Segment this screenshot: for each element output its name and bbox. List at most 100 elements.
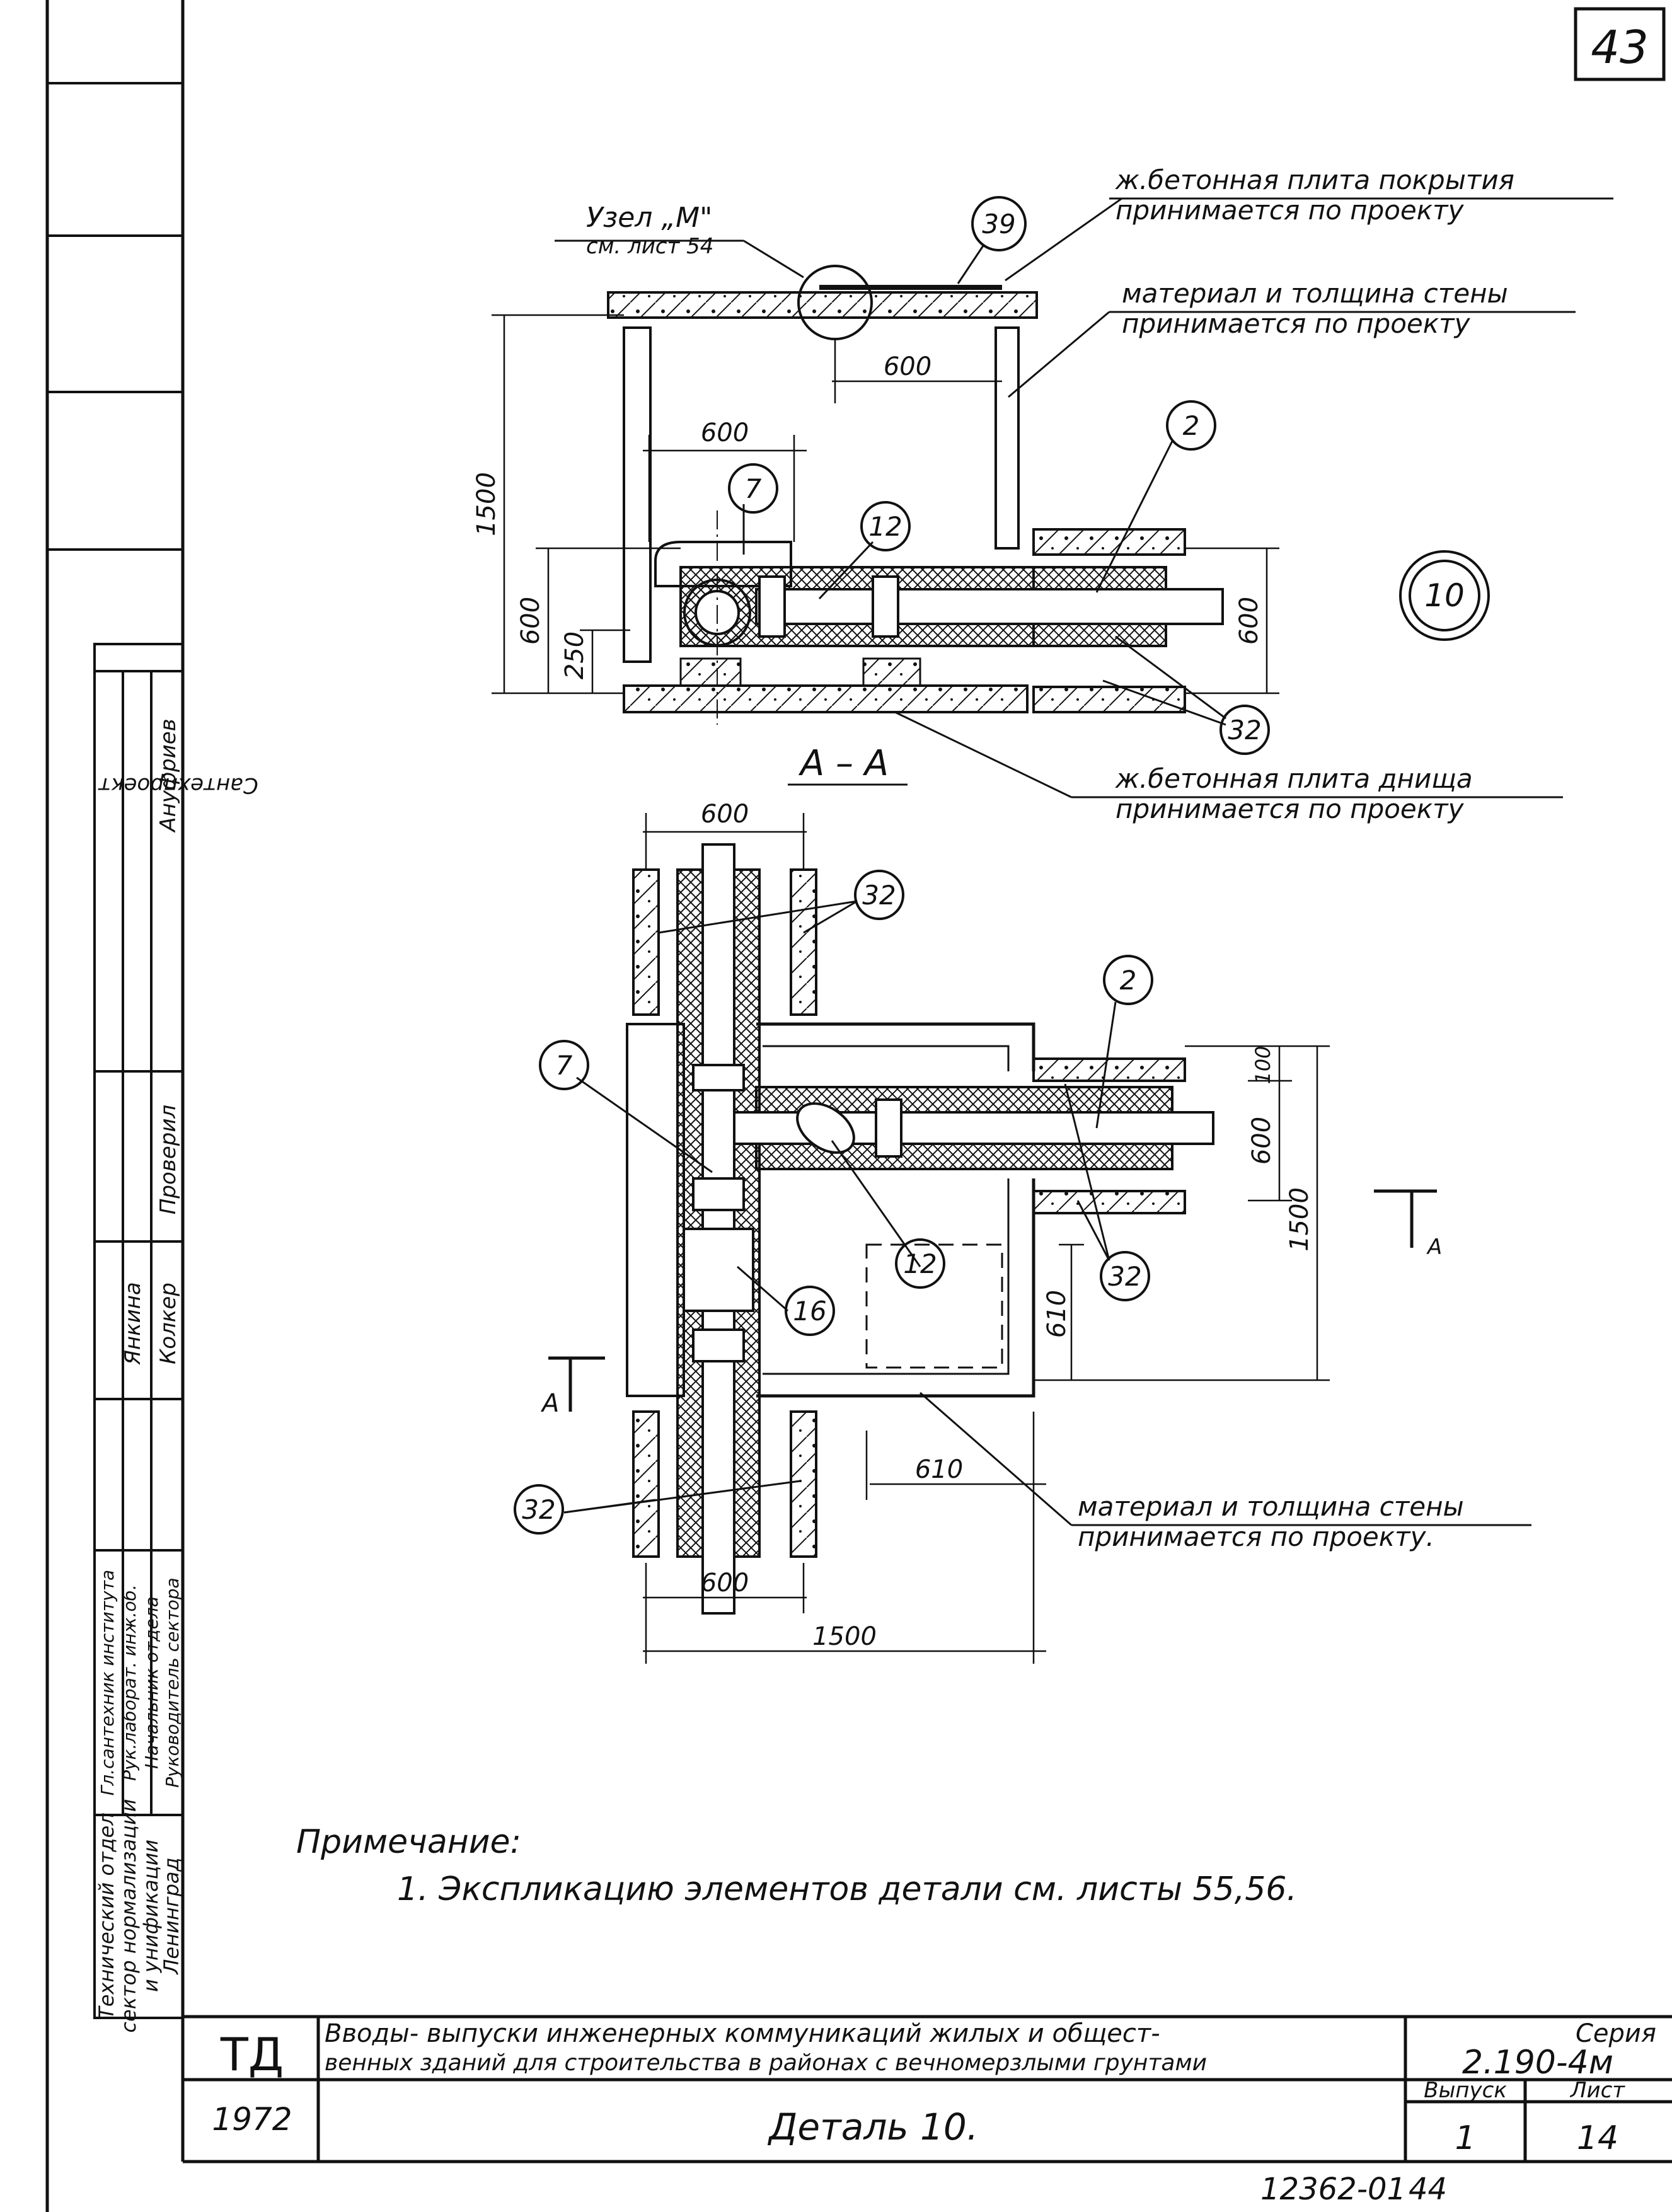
stamp-role-2: Рук.лаборат. инж.об. [119,1584,140,1781]
title-td: ТД [220,2028,284,2081]
dim-600-plan-right: 600 [1247,1117,1276,1165]
node-m-ref: см. лист 54 [586,234,713,259]
balloon-12-plan-text: 12 [903,1248,937,1279]
plan-view: 600 600 1500 610 1500 600 100 610 А А [540,800,1531,1664]
balloon-2-plan-text: 2 [1120,965,1137,996]
ground-sleeve-bottom-right [790,1410,817,1558]
balloon-12-plan [895,1238,945,1289]
sheet-corner-number: 43 [1591,21,1649,74]
hatch-outline-plan [865,1243,1003,1369]
ground-sleeve-bottom-left [632,1410,660,1558]
flange-section-2 [872,575,899,638]
section-label: А – А [799,743,889,784]
pipe-support-2 [862,657,921,687]
roof-slab-line-2: принимается по проекту [1116,195,1465,226]
pipe-section [755,588,1224,625]
plan-dimension-text: 600 600 1500 610 1500 600 100 610 [701,800,1314,1651]
left-margin-ticks [47,82,183,551]
dim-600-plan-bottom: 600 [701,1569,749,1598]
balloon-39 [971,196,1027,251]
stamp-dept-3: и унификации [139,1840,163,1992]
callout-text: Узел „М" см. лист 54 ж.бетонная плита по… [586,164,1514,1552]
stamp-dept-4: Ленинград [159,1857,183,1974]
stamp-role-checked: Проверил [156,1105,181,1214]
dim-250: 250 [560,631,589,679]
floor-slab [623,684,1029,713]
ground-sleeve-top-right [790,868,817,1016]
balloon-7-section-text: 7 [745,473,762,504]
note: Примечание: 1. Экспликацию элементов дет… [296,1823,1297,1908]
side-stamp-text: Сантехпроект Ануфриев Проверил Янкина Ко… [95,718,258,2032]
roof-slab [607,291,1038,319]
section-marker-left: А [540,1389,559,1418]
right-wall-section [995,326,1020,550]
node-m-circle [797,265,873,340]
section-leaders [742,197,1226,798]
section-marker-right: А [1426,1235,1442,1260]
balloon-32-plan-bottom [514,1484,564,1535]
balloon-32-section [1219,705,1270,755]
balloon-16-text: 16 [793,1296,826,1327]
dim-1500-section: 1500 [472,472,501,536]
balloon-39-text: 39 [982,209,1015,239]
floor-slab-line-2: принимается по проекту [1116,793,1465,824]
node-m-title: Узел „М" [586,202,712,234]
stamp-name-kolker: Колкер [156,1282,181,1364]
dim-600-hatch: 600 [884,352,931,381]
wall-line-1: материал и толщина стены [1122,278,1508,309]
series-value: 2.190-4м [1462,2044,1613,2082]
sheet-corner-box: 43 [1574,7,1666,81]
balloon-32-plan-bottom-text: 32 [522,1494,555,1525]
leader-underlines [555,197,1613,798]
section-dimensions [492,314,1279,694]
archive-number: 12362-01 [1260,2172,1406,2207]
series-label: Серия [1576,2019,1656,2048]
tee-fitting [692,1064,745,1092]
sleeve-top [1032,528,1186,556]
title-block-text: ТД Вводы- выпуски инженерных коммуникаци… [212,2019,1656,2157]
balloon-32-plan-top-text: 32 [862,880,896,911]
section-view: 1500 600 250 600 600 600 [472,197,1613,798]
balloon-12-section-text: 12 [868,511,902,542]
plan-dimensions [643,813,1330,1664]
stamp-role-4: Руководитель сектора [162,1577,183,1787]
title-line-1: Вводы- выпуски инженерных коммуникаций ж… [325,2019,1160,2048]
sleeve-plan-top [1032,1057,1186,1082]
flange-plan [875,1098,902,1158]
coupling-2 [692,1328,745,1362]
plan-chamber-outline [756,1022,1035,1398]
valve-12 [796,1102,855,1154]
side-stamp [93,643,184,2019]
pipe-support-1 [679,657,742,687]
stamp-role-3: Начальник отдела [141,1596,162,1769]
title-block [183,2015,1672,2162]
dim-600-plan-top: 600 [701,800,749,829]
compensator-16 [683,1228,754,1312]
sleeve-bottom [1032,686,1186,713]
balloon-32-section-text: 32 [1228,715,1261,746]
archive-numbers: 12362-01 44 [1260,2172,1447,2207]
stamp-dept-1: Технический отдел [95,1812,118,2019]
wall-plan-line-2: принимается по проекту. [1078,1521,1434,1552]
sheet-value: 14 [1577,2119,1618,2157]
sleeve-plan-bottom [1032,1190,1186,1214]
dim-600-ledge: 600 [701,418,749,447]
stamp-organization: Сантехпроект [98,773,258,798]
note-title: Примечание: [296,1823,521,1861]
detail-number-outer [1399,550,1490,641]
balloon-16 [785,1286,835,1336]
dim-600-section-v: 600 [516,597,545,645]
balloon-2-section-text: 2 [1183,410,1200,441]
ground-sleeve-top-left [632,868,660,1016]
archive-page: 44 [1409,2172,1447,2207]
balloon-2-section [1166,400,1216,451]
balloon-32-plan-right-text: 32 [1108,1261,1141,1292]
stamp-name-yankina: Янкина [120,1282,146,1366]
balloon-2-plan [1103,955,1153,1005]
dim-600-right-v: 600 [1235,597,1264,645]
dim-1500-plan-bottom: 1500 [812,1622,877,1651]
left-wall-section [623,326,652,663]
position-balloon-text: 39 2 7 12 32 32 2 7 12 16 32 32 10 [522,209,1465,1525]
balloon-32-plan-right [1100,1251,1150,1301]
